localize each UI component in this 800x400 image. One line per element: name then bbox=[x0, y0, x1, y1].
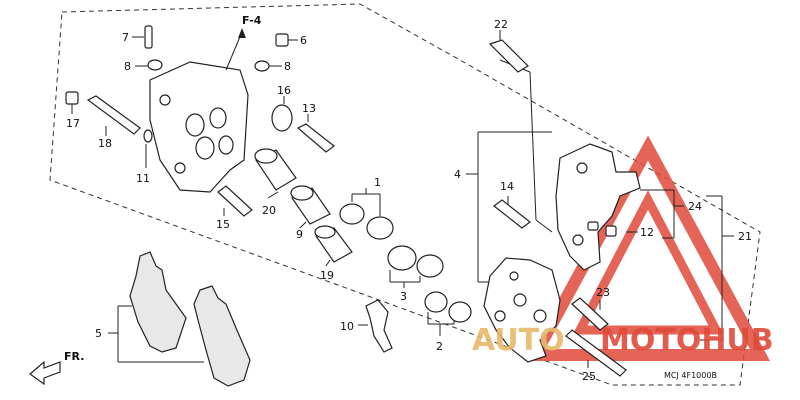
callout-19: 19 bbox=[320, 269, 334, 282]
caliper-body bbox=[149, 61, 249, 193]
callout-24: 24 bbox=[688, 200, 702, 213]
bolt-23 bbox=[571, 297, 609, 331]
callout-5: 5 bbox=[95, 327, 102, 340]
callout-16: 16 bbox=[277, 84, 291, 97]
pistons bbox=[254, 148, 353, 263]
callout-7: 7 bbox=[122, 31, 129, 44]
callout-9: 9 bbox=[296, 228, 303, 241]
watermark-text-left: AUTO bbox=[472, 323, 565, 358]
callout-20: 20 bbox=[262, 204, 276, 217]
ref-arrow-head bbox=[238, 28, 246, 38]
caliper-bracket bbox=[555, 143, 641, 271]
front-arrow bbox=[29, 360, 61, 386]
callout-21: 21 bbox=[738, 230, 752, 243]
callout-17: 17 bbox=[66, 117, 80, 130]
piston-seals-1 bbox=[339, 203, 394, 240]
callout-10: 10 bbox=[340, 320, 354, 333]
callout-14: 14 bbox=[500, 180, 514, 193]
callout-25: 25 bbox=[582, 370, 596, 383]
pad-spring bbox=[365, 299, 393, 353]
callout-6: 6 bbox=[300, 34, 307, 47]
callout-13: 13 bbox=[302, 102, 316, 115]
callout-22: 22 bbox=[494, 18, 508, 31]
callout-2: 2 bbox=[436, 340, 443, 353]
callout-1: 1 bbox=[374, 176, 381, 189]
bleeder-cap bbox=[254, 33, 289, 72]
caliper-bolt bbox=[217, 185, 253, 217]
piston-seals-2 bbox=[424, 291, 472, 323]
bolt-25 bbox=[565, 329, 627, 377]
callout-23: 23 bbox=[596, 286, 610, 299]
callout-11: 11 bbox=[136, 172, 150, 185]
bolt-14 bbox=[493, 199, 531, 229]
callout-18: 18 bbox=[98, 137, 112, 150]
callout-4: 4 bbox=[454, 168, 461, 181]
callout-8b: 8 bbox=[284, 60, 291, 73]
callout-3: 3 bbox=[400, 290, 407, 303]
brake-pads bbox=[129, 251, 251, 387]
ref-label: F-4 bbox=[242, 14, 262, 27]
piston-seals-3 bbox=[387, 245, 444, 278]
ref-arrow-line bbox=[225, 31, 243, 71]
caliper-half-right bbox=[483, 257, 561, 363]
callout-12: 12 bbox=[640, 226, 654, 239]
direction-label: FR. bbox=[64, 350, 84, 363]
diagram-code: MCJ 4F1000B bbox=[664, 371, 717, 380]
callout-8a: 8 bbox=[124, 60, 131, 73]
bleeder-screw bbox=[144, 25, 163, 71]
pin-set-12 bbox=[587, 221, 617, 237]
watermark-text-right: MOTOHUB bbox=[600, 323, 774, 358]
assembly-boundary bbox=[49, 3, 761, 386]
boot-and-pin bbox=[271, 104, 335, 153]
caliper-pin bbox=[65, 91, 153, 143]
bolt-22 bbox=[488, 39, 529, 73]
callout-15: 15 bbox=[216, 218, 230, 231]
